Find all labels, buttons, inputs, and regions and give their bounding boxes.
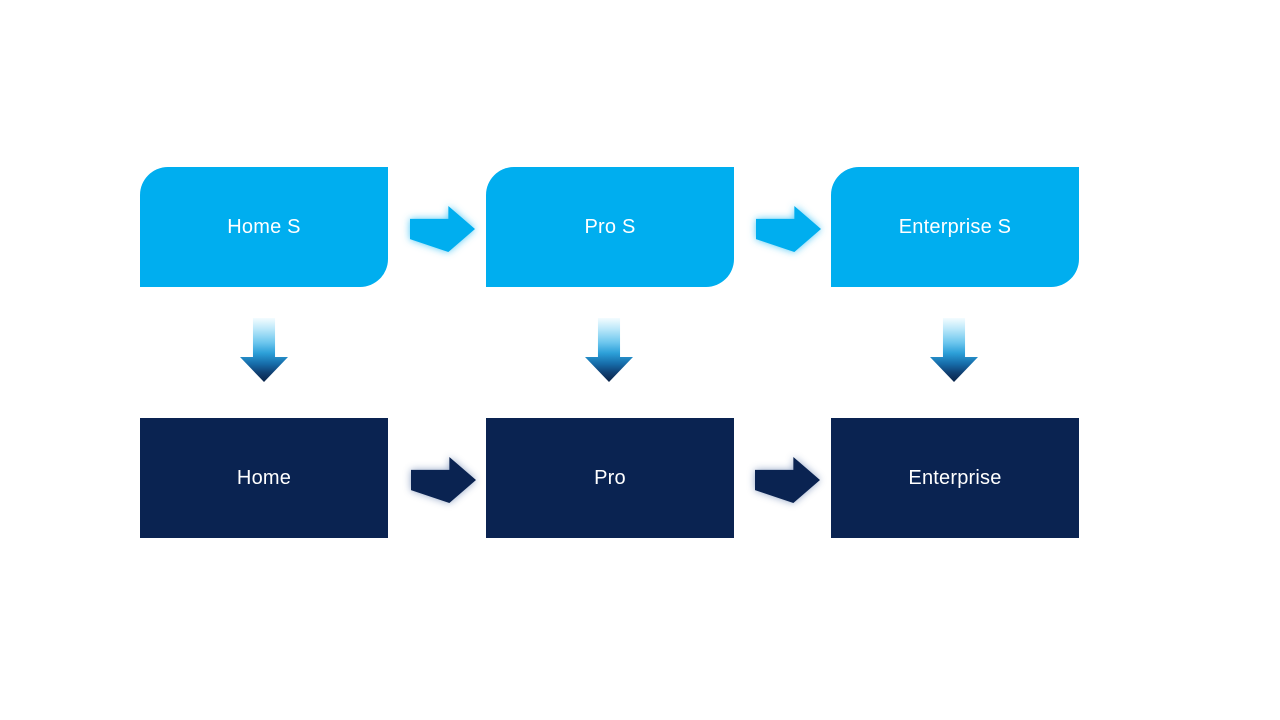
node-label: Home xyxy=(236,466,292,489)
right-arrow-icon xyxy=(411,457,476,503)
right-arrow-shape xyxy=(755,457,820,503)
right-arrow-shape xyxy=(411,457,476,503)
down-arrow-icon xyxy=(930,318,978,382)
flow-node-enterprise-s: Enterprise S xyxy=(831,167,1079,287)
node-label: Home S xyxy=(227,215,301,238)
flow-node-home-s: Home S xyxy=(140,167,388,287)
flow-node-pro-s: Pro S xyxy=(486,167,734,287)
right-arrow-icon xyxy=(410,206,475,252)
flow-node-enterprise: Enterprise xyxy=(831,418,1079,538)
down-arrow-icon xyxy=(585,318,633,382)
node-label: Pro S xyxy=(584,215,636,238)
node-label: Enterprise S xyxy=(898,215,1012,238)
node-label: Enterprise xyxy=(908,466,1002,489)
right-arrow-shape xyxy=(756,206,821,252)
node-label: Pro xyxy=(594,466,626,489)
right-arrow-icon xyxy=(756,206,821,252)
down-arrow-icon xyxy=(240,318,288,382)
right-arrow-shape xyxy=(410,206,475,252)
right-arrow-icon xyxy=(755,457,820,503)
flow-node-home: Home xyxy=(140,418,388,538)
flow-node-pro: Pro xyxy=(486,418,734,538)
